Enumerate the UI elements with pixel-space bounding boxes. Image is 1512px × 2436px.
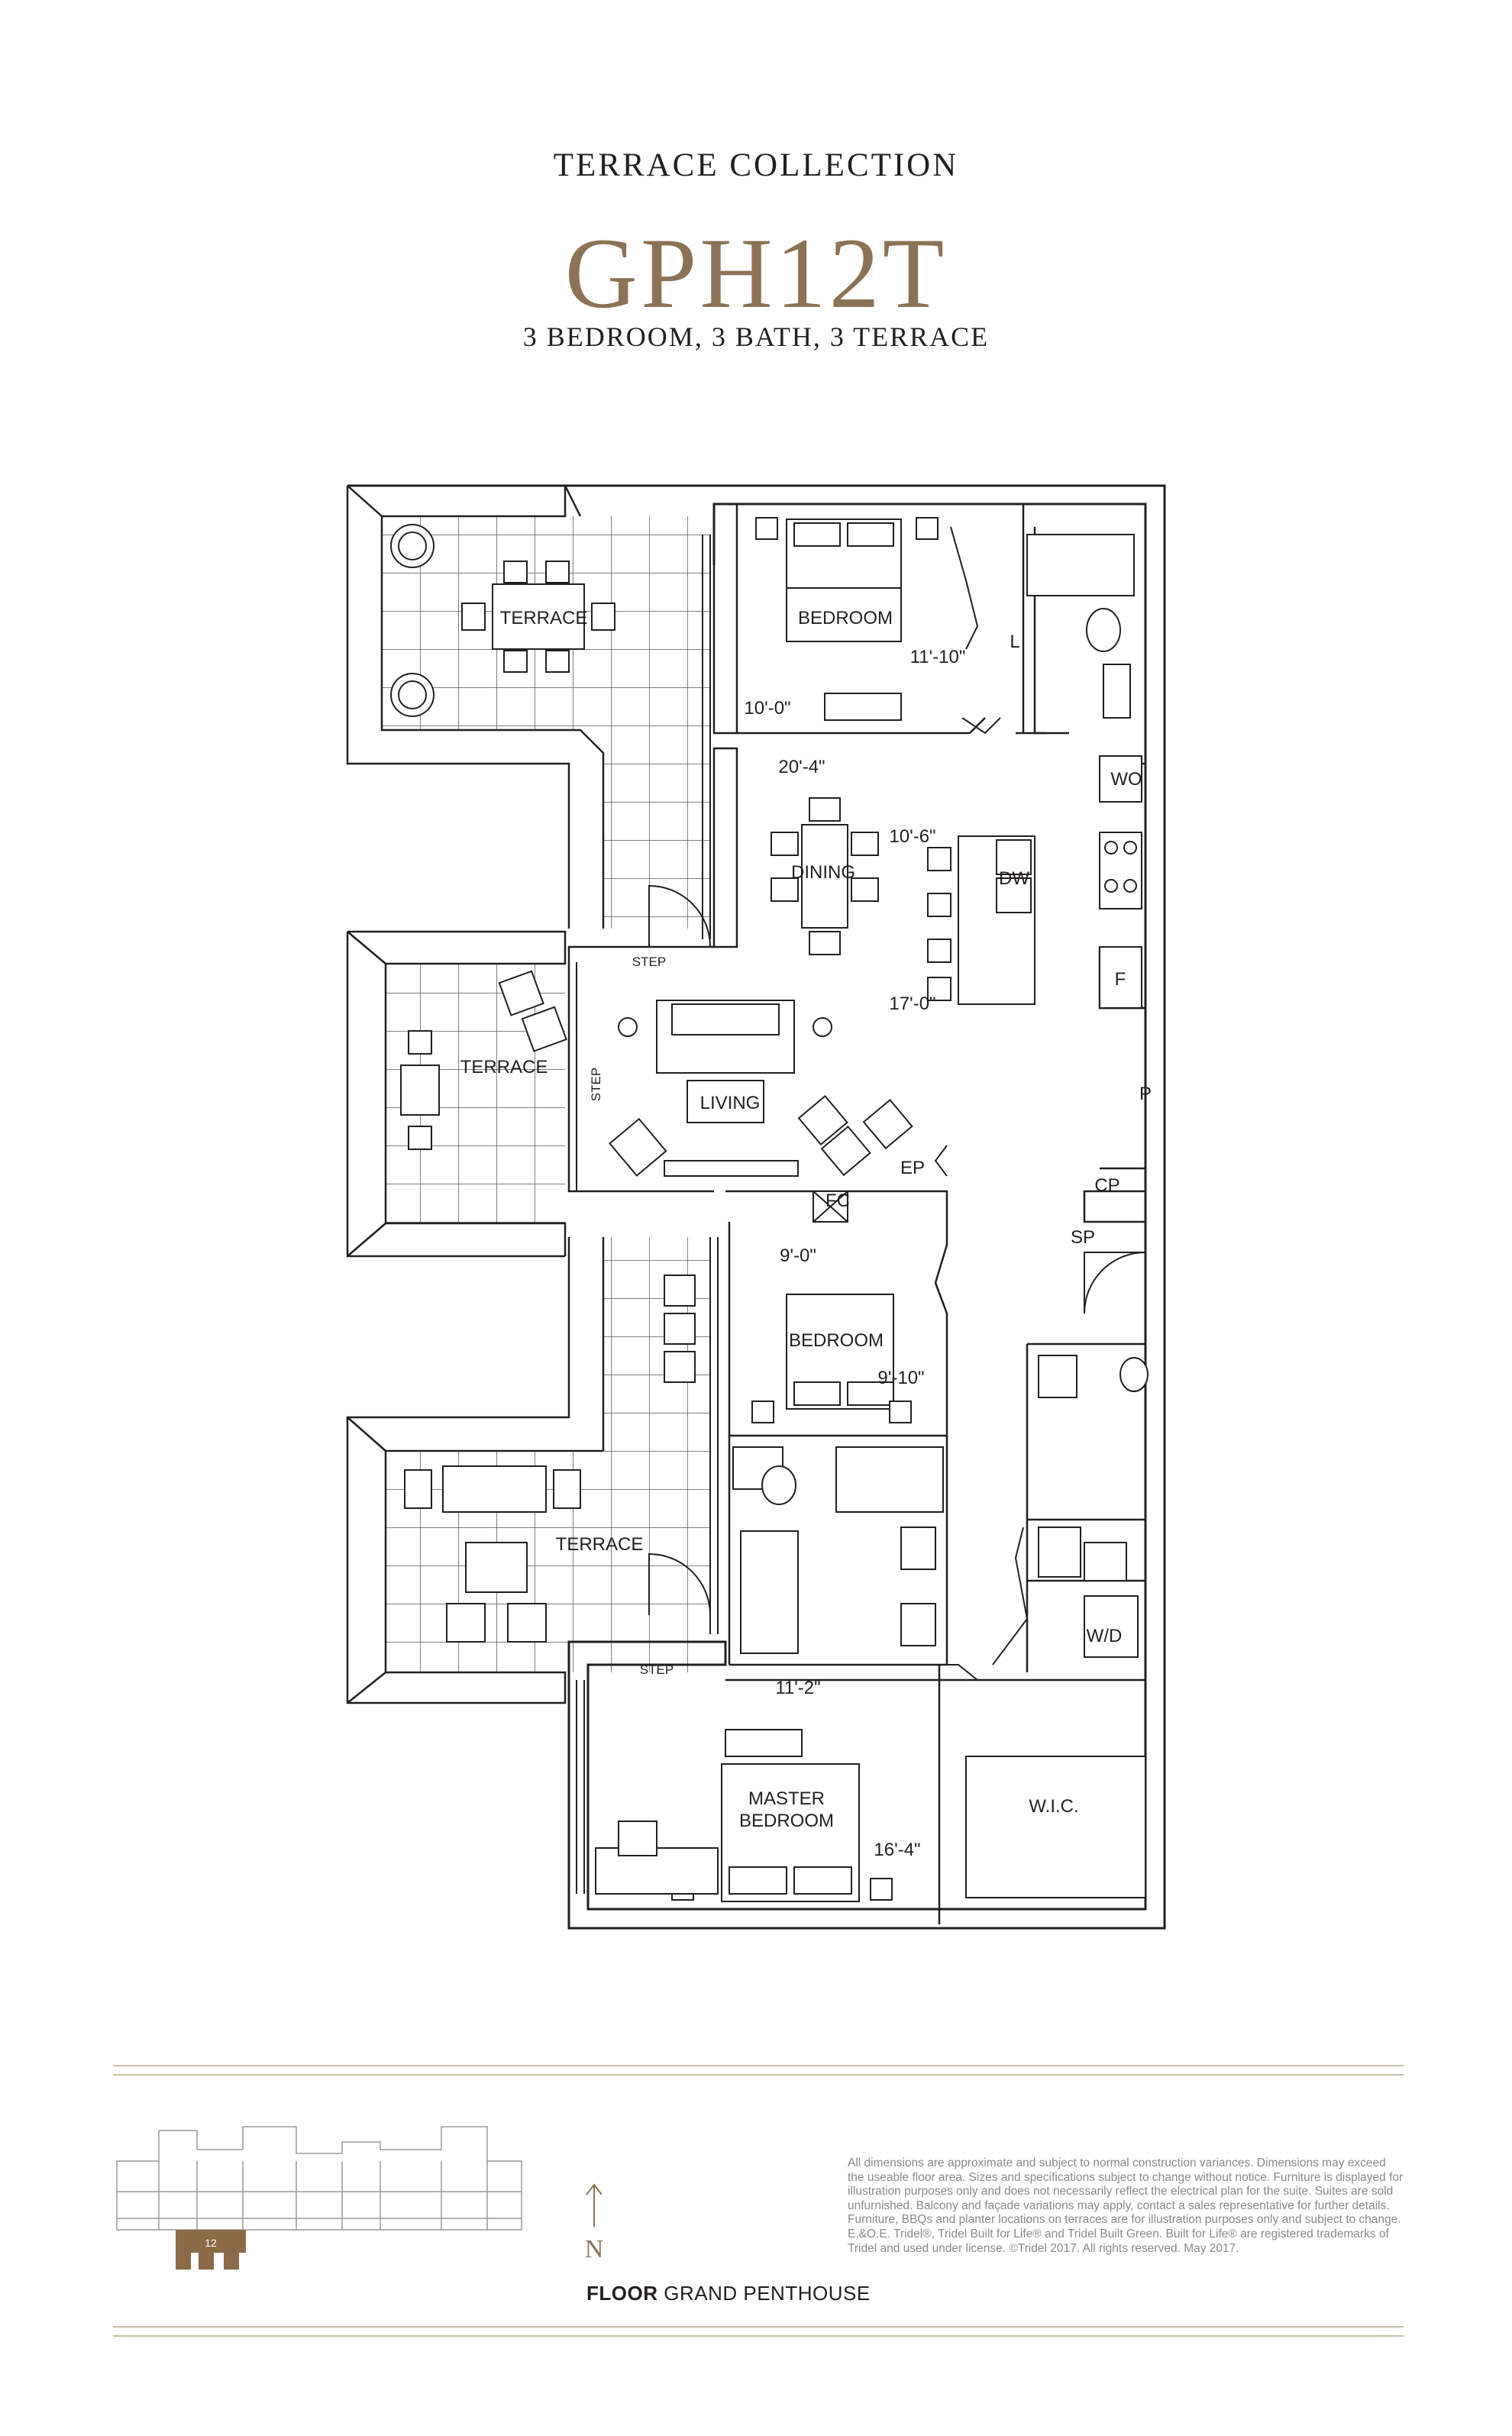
wall-oven-label: WO [1110,769,1142,790]
dim-bedroom-top-a: 11'-10" [910,647,966,667]
dim-master-b: 16'-4" [874,1840,920,1860]
fc-label: FC [825,1191,850,1211]
cp-label: CP [1094,1175,1119,1196]
step-top-label: STEP [632,955,666,969]
divider-top [113,2065,1404,2066]
dim-dining-a: 20'-4" [778,757,825,777]
bedroom-label-top: BEDROOM [798,608,893,628]
divider-bottom [113,2326,1404,2328]
dim-dining-c: 17'-0" [889,993,935,1014]
suite-subtitle: 3 BEDROOM, 3 BATH, 3 TERRACE [522,321,990,352]
floor-plan: TERRACE BEDROOM 11'-10" 10'-0" 20'-4" DI… [346,484,1166,1930]
terrace-label-mid: TERRACE [460,1057,548,1077]
keyplan-unit-label: 12 [205,2237,217,2249]
wic-label: W.I.C. [1029,1796,1078,1817]
interior-furniture [595,517,1149,1902]
floor-name: GRAND PENTHOUSE [664,2282,871,2305]
ep-label: EP [900,1158,925,1178]
north-label: N [585,2235,604,2263]
terrace-furniture [390,524,696,1643]
terrace-parapets [346,484,605,1704]
exterior-wall [347,484,1166,1930]
fridge-label: F [1115,969,1126,990]
doors [648,526,1146,1681]
terrace-label-top: TERRACE [500,608,588,628]
dim-bedroom-mid-b: 9'-10" [877,1368,924,1388]
living-label: LIVING [700,1093,761,1113]
windows [568,535,719,1894]
master-label-line1: MASTER [748,1788,825,1809]
dim-bedroom-mid-a: 9'-0" [780,1245,816,1266]
dining-label: DINING [791,862,855,883]
floor-label: FLOOR [586,2282,658,2305]
divider-top-2 [113,2074,1404,2076]
dim-dining-b: 10'-6" [889,826,935,847]
dim-master-a: 11'-2" [775,1678,820,1698]
step-side-label: STEP [589,1068,603,1101]
terrace-label-bottom: TERRACE [556,1534,644,1555]
north-arrow-icon: N [585,2183,604,2263]
dim-bedroom-top-b: 10'-0" [744,698,790,719]
key-plan: 12 [116,2126,522,2270]
wd-label: W/D [1087,1626,1123,1646]
floor-caption: FLOOR GRAND PENTHOUSE [586,2282,871,2305]
sp-label: SP [1071,1227,1095,1248]
room-labels: TERRACE BEDROOM 11'-10" 10'-0" 20'-4" DI… [460,608,1079,1860]
suite-name: GPH12T [564,217,948,329]
bedroom-label-mid: BEDROOM [789,1330,884,1351]
legal-disclaimer: All dimensions are approximate and subje… [848,2157,1404,2255]
dishwasher-label: DW [999,868,1029,889]
master-label-line2: BEDROOM [739,1811,834,1831]
terrace-tiles [382,516,710,1672]
fixture-labels: L WO DW F P CP SP EP FC W/D STEP STEP ST… [589,632,1152,1677]
collection-title: TERRACE COLLECTION [553,147,959,183]
step-bottom-label: STEP [640,1662,674,1677]
divider-bottom-2 [113,2335,1404,2337]
pantry-label: P [1139,1084,1152,1104]
linen-label: L [1010,632,1019,652]
